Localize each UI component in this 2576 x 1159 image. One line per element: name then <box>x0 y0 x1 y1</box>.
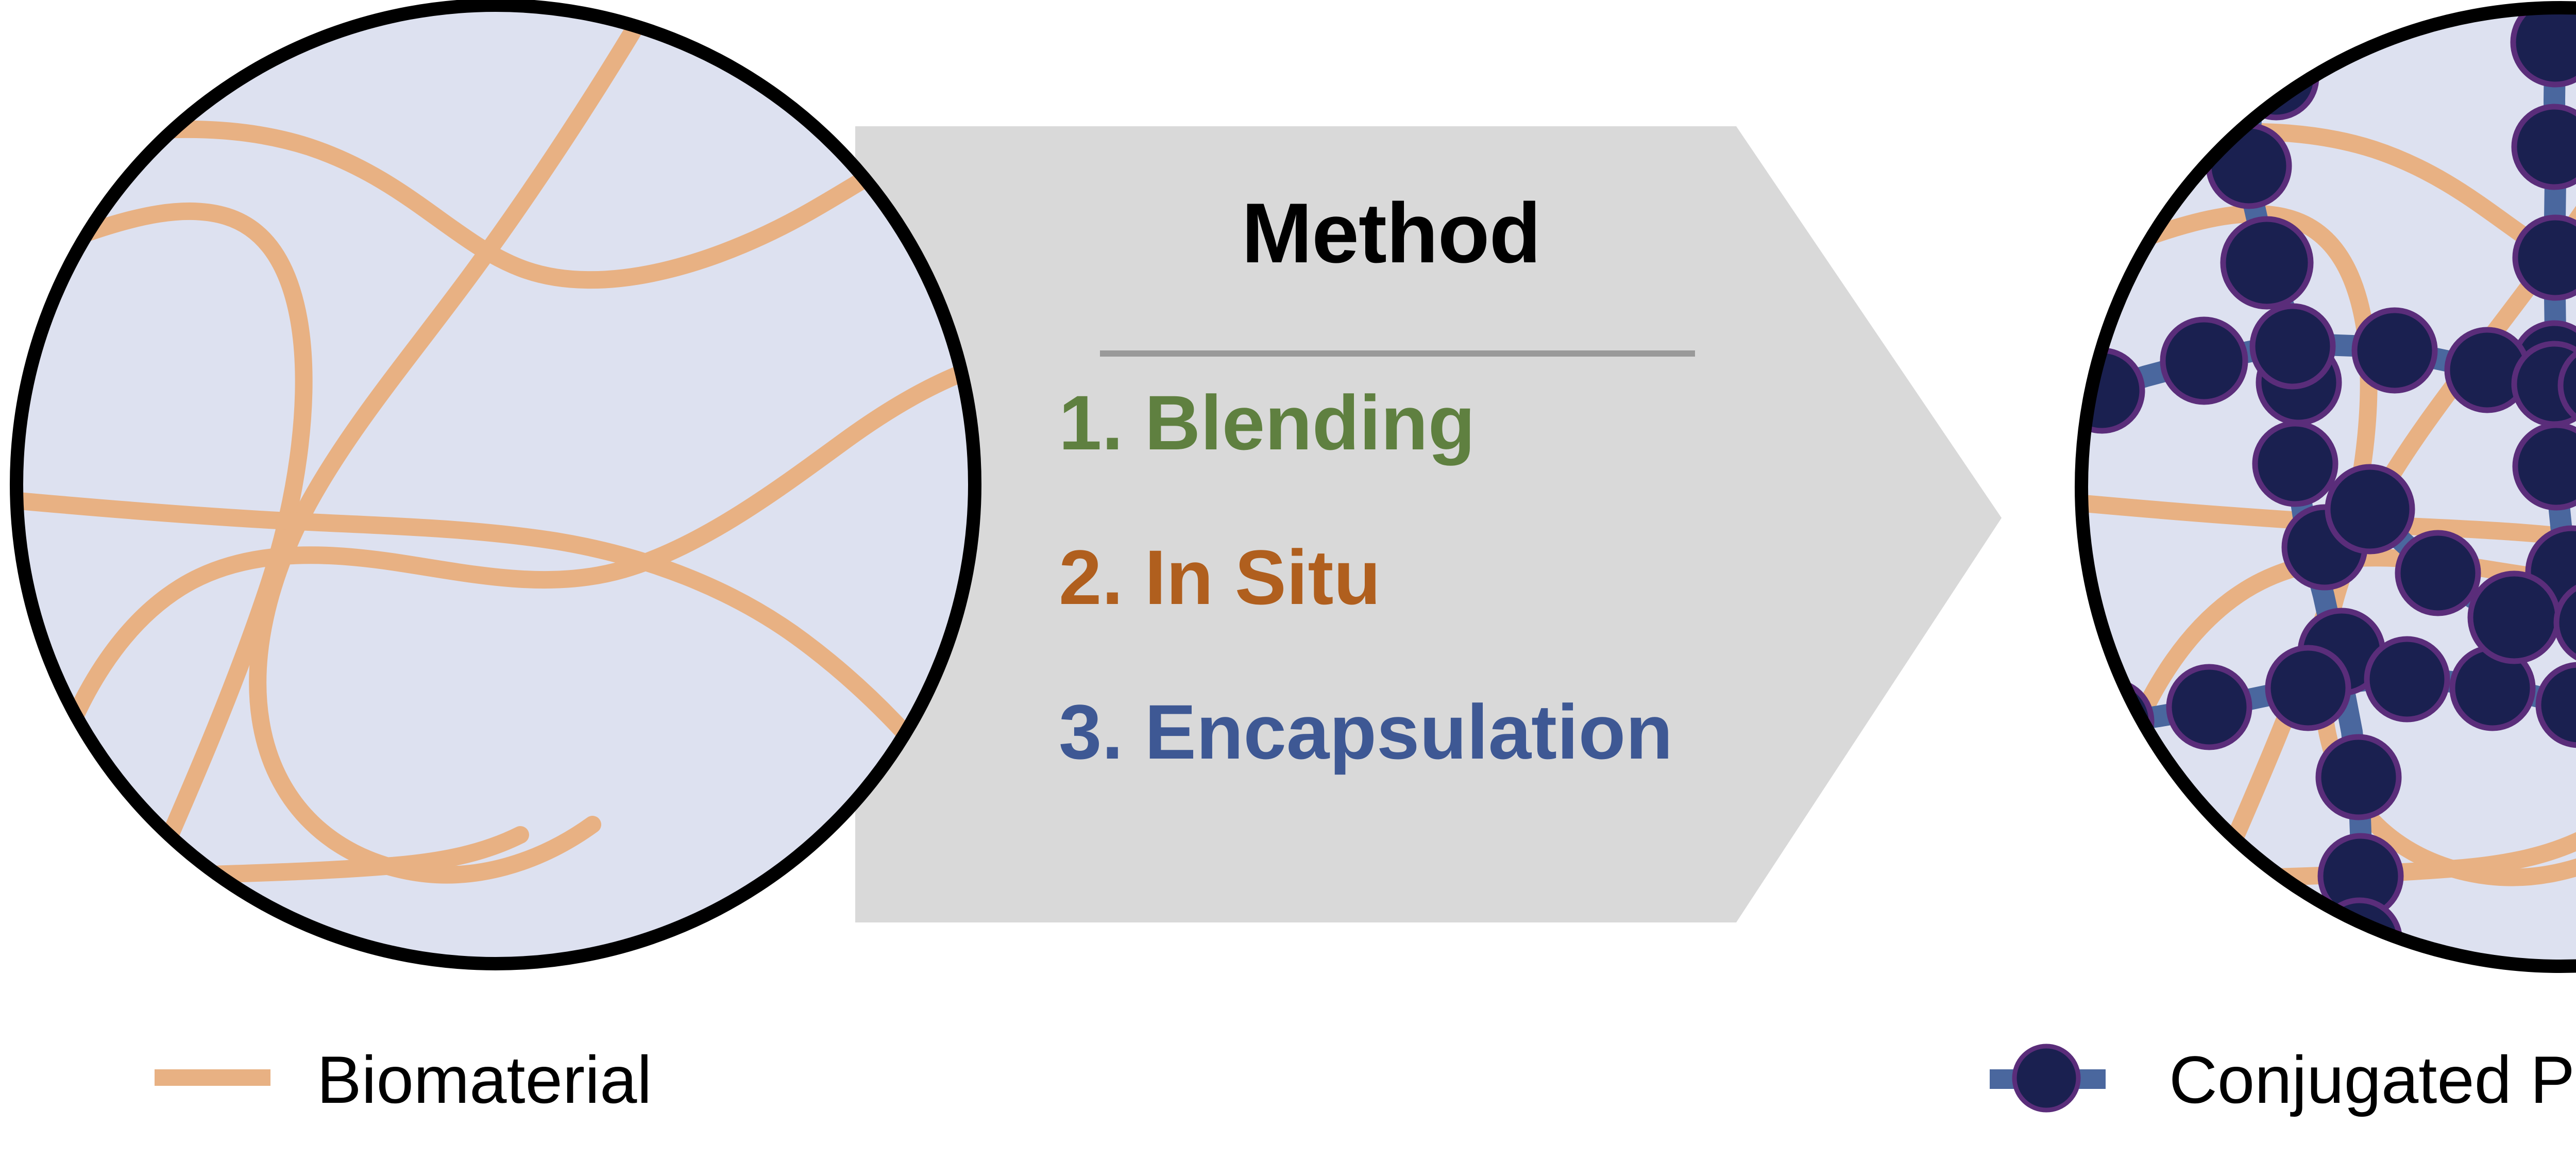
method-divider <box>1100 350 1695 357</box>
method-item-blending[interactable]: 1. Blending <box>1059 379 1476 466</box>
legend-label-conjugated-polymer: Conjugated Polymer <box>2169 1042 2576 1117</box>
biomaterial-line-swatch <box>155 1069 270 1086</box>
composite-circle <box>2075 1 2576 973</box>
method-item-encapsulation[interactable]: 3. Encapsulation <box>1059 688 1673 775</box>
method-arrow <box>855 126 2002 922</box>
legend <box>155 1044 2106 1113</box>
legend-item-biomaterial[interactable] <box>155 1069 270 1086</box>
biomaterial-matrix-circle <box>10 0 981 970</box>
legend-label-biomaterial: Biomaterial <box>317 1042 652 1117</box>
legend-item-conjugated-polymer[interactable] <box>1990 1044 2106 1113</box>
polymer-bead-swatch <box>2012 1044 2081 1113</box>
method-item-in-situ[interactable]: 2. In Situ <box>1059 534 1381 620</box>
method-title: Method <box>1241 186 1541 280</box>
